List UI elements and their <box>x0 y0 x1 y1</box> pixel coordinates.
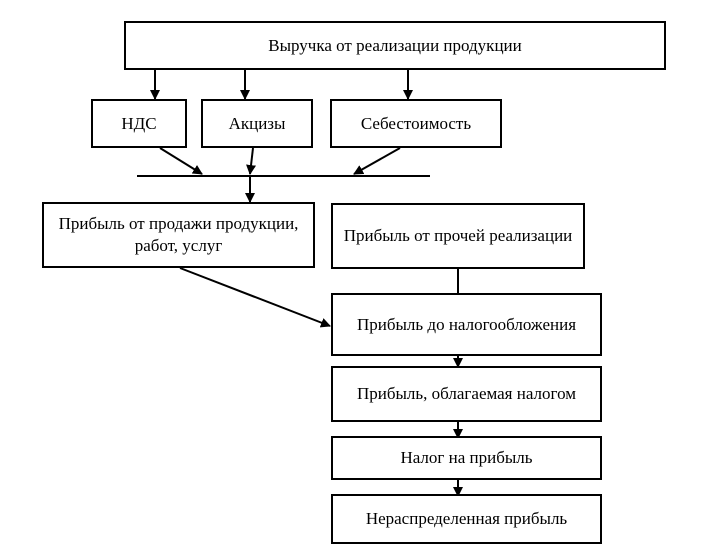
node-excise: Акцизы <box>201 99 313 148</box>
arrow-sales-to-pretax <box>179 267 331 328</box>
arrow-cost-to-line <box>353 147 401 175</box>
node-cost: Себестоимость <box>330 99 502 148</box>
node-revenue: Выручка от реализации продукции <box>124 21 666 70</box>
node-cost-label: Себестоимость <box>360 113 472 133</box>
arrow-excise-to-line <box>246 147 256 175</box>
node-vat-label: НДС <box>121 113 157 133</box>
node-pretax-profit: Прибыль до налогообложения <box>331 293 602 356</box>
node-excise-label: Акцизы <box>228 113 286 133</box>
node-sales-profit: Прибыль от продажи продукции, работ, усл… <box>42 202 315 268</box>
node-vat: НДС <box>91 99 187 148</box>
arrow-vat-to-line <box>159 147 203 175</box>
node-other-profit: Прибыль от прочей реализации <box>331 203 585 269</box>
node-retained-profit: Нераспределенная прибыль <box>331 494 602 544</box>
node-pretax-profit-label: Прибыль до налогообложения <box>356 314 577 334</box>
node-profit-tax: Налог на прибыль <box>331 436 602 480</box>
node-other-profit-label: Прибыль от прочей реализации <box>343 226 573 245</box>
node-taxable-profit: Прибыль, облагаемая налогом <box>331 366 602 422</box>
node-retained-profit-label: Нераспределенная прибыль <box>365 509 568 528</box>
node-profit-tax-label: Налог на прибыль <box>400 448 533 467</box>
node-revenue-label: Выручка от реализации продукции <box>268 35 522 55</box>
node-sales-profit-label: Прибыль от продажи продукции, работ, усл… <box>58 214 299 255</box>
node-taxable-profit-label: Прибыль, облагаемая налогом <box>356 384 577 403</box>
